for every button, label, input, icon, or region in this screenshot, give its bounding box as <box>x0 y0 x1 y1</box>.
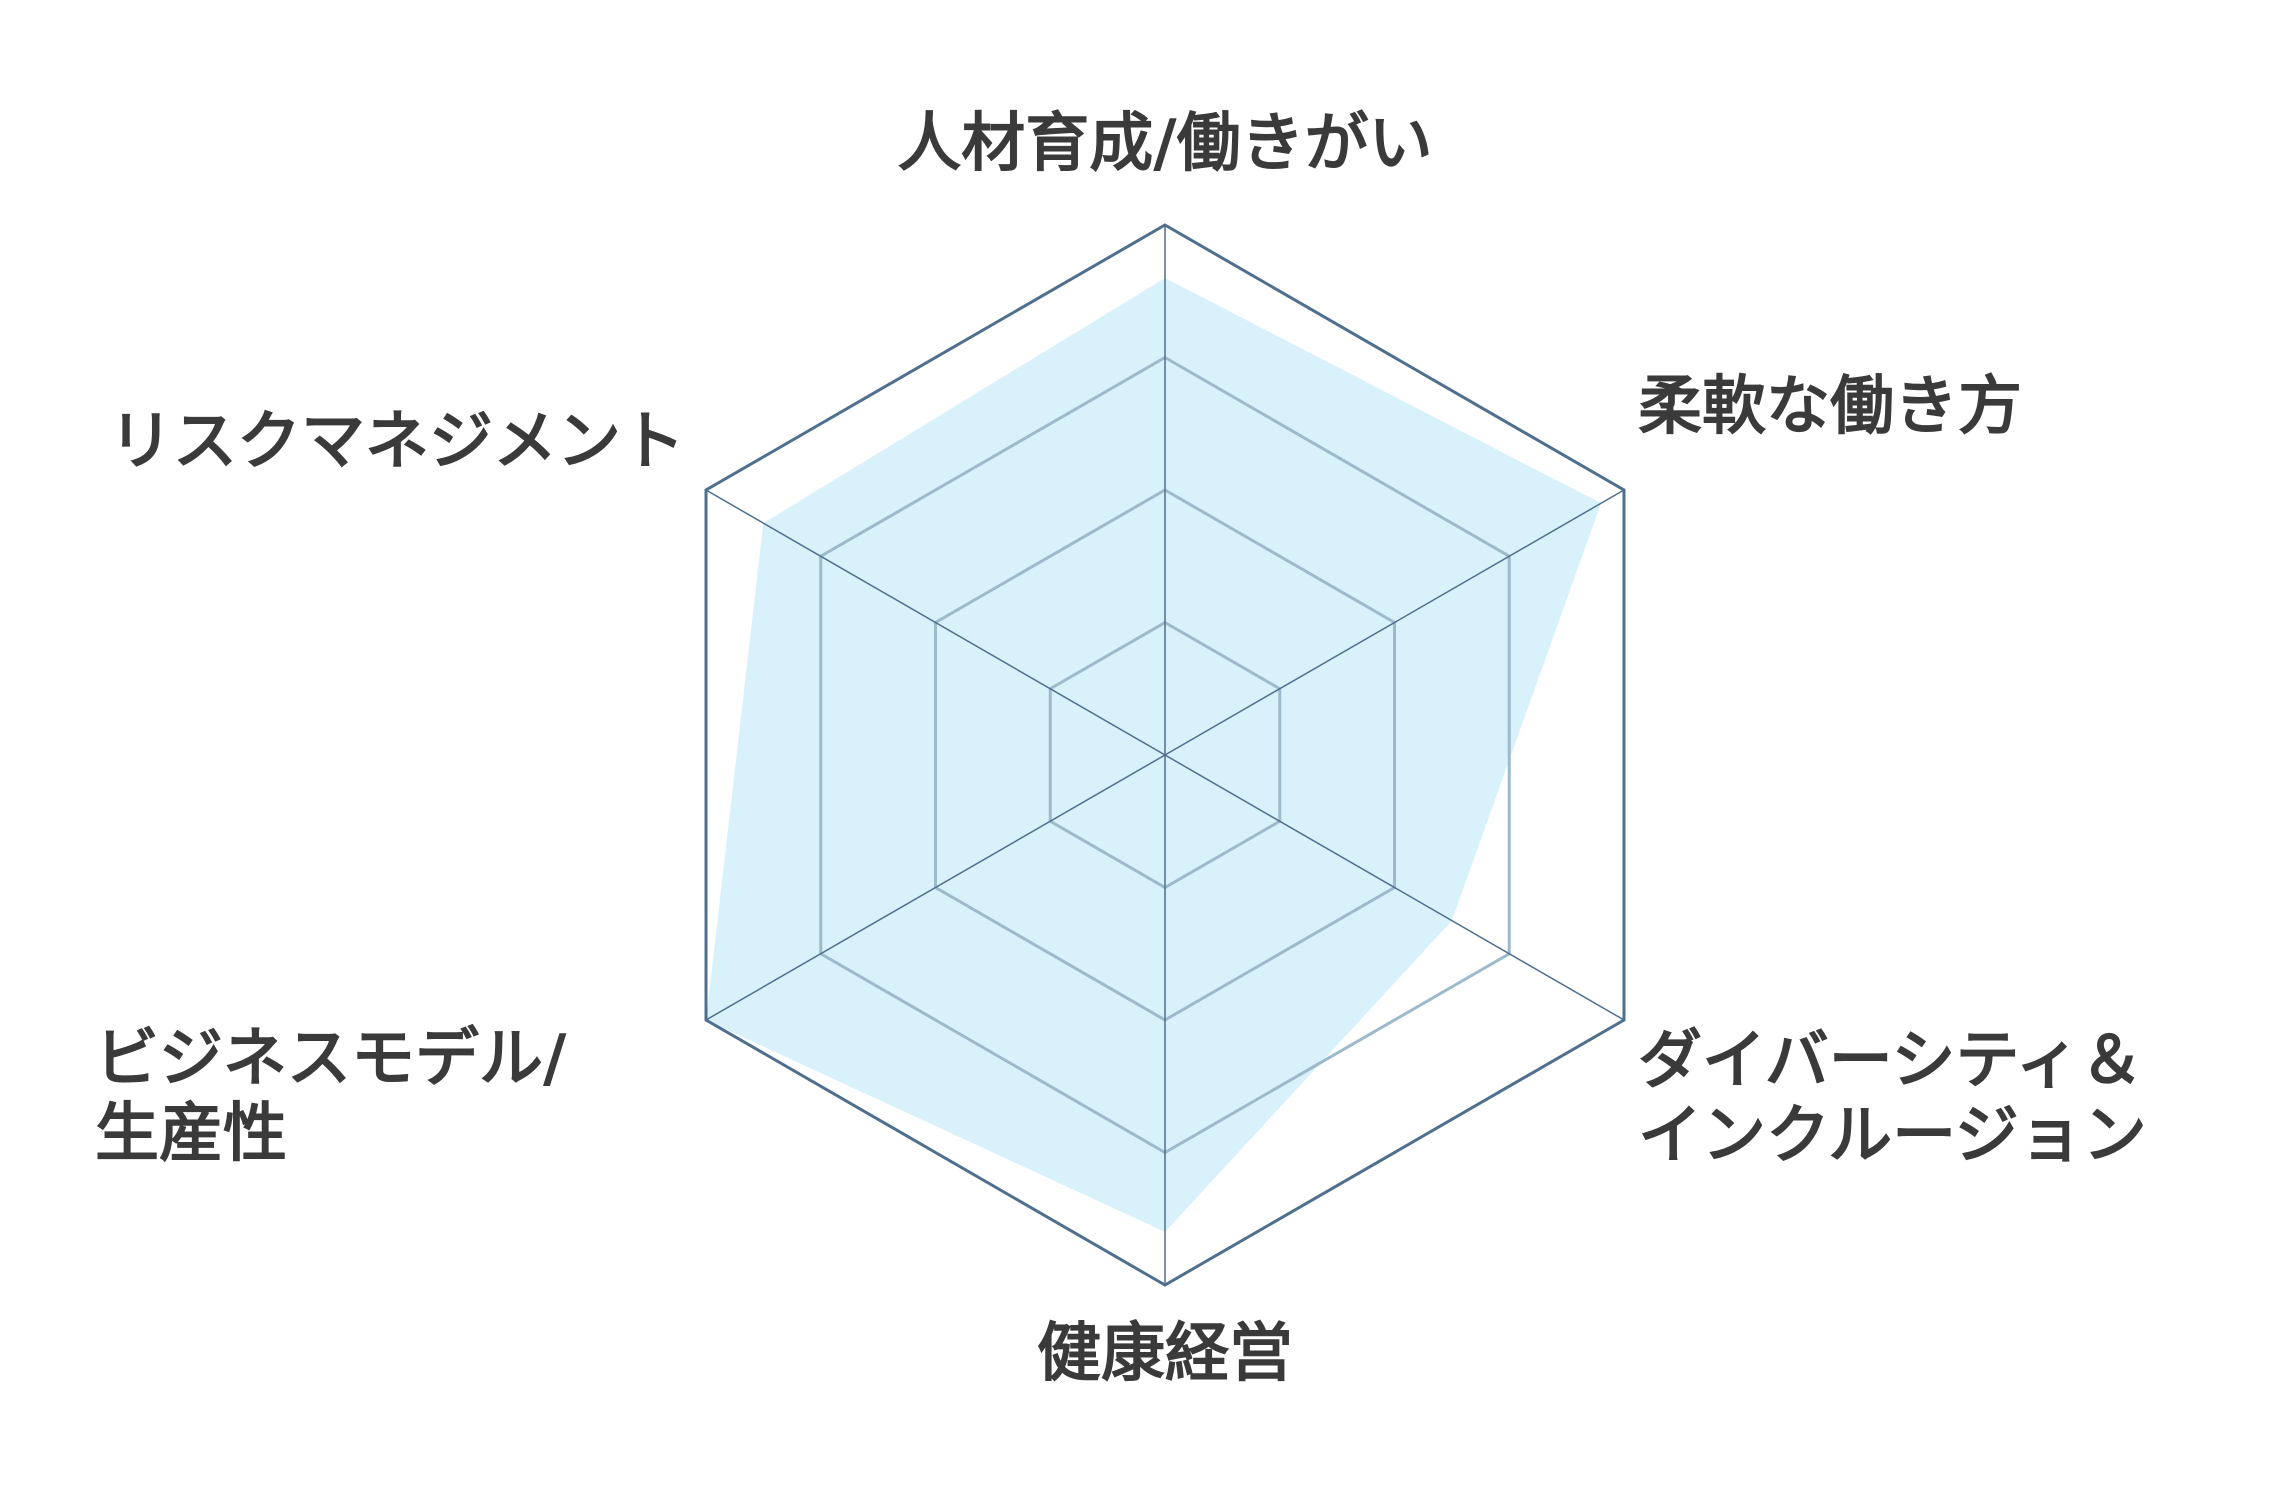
axis-label-diversity-line2: インクルージョン <box>1638 1099 2147 1173</box>
axis-label-human-resources: 人材育成/働きがい <box>897 107 1432 181</box>
axis-label-risk-management: リスクマネジメント <box>109 405 685 479</box>
spoke-4 <box>705 754 1166 1021</box>
axis-label-business-model-line1: ビジネスモデル/ <box>95 1022 567 1096</box>
spoke-2 <box>1164 754 1625 1021</box>
spoke-5 <box>705 489 1166 756</box>
spoke-1 <box>1164 489 1625 756</box>
axis-label-business-model-line2: 生産性 <box>95 1097 287 1171</box>
series-area-0 <box>706 278 1602 1232</box>
axis-label-health-management: 健康経営 <box>1037 1317 1293 1391</box>
series-layer <box>706 278 1602 1232</box>
axis-label-diversity-line1: ダイバーシティ＆ <box>1638 1024 2144 1098</box>
spoke-layer <box>705 225 1625 1285</box>
axis-label-flexible-work: 柔軟な働き方 <box>1638 370 2022 444</box>
